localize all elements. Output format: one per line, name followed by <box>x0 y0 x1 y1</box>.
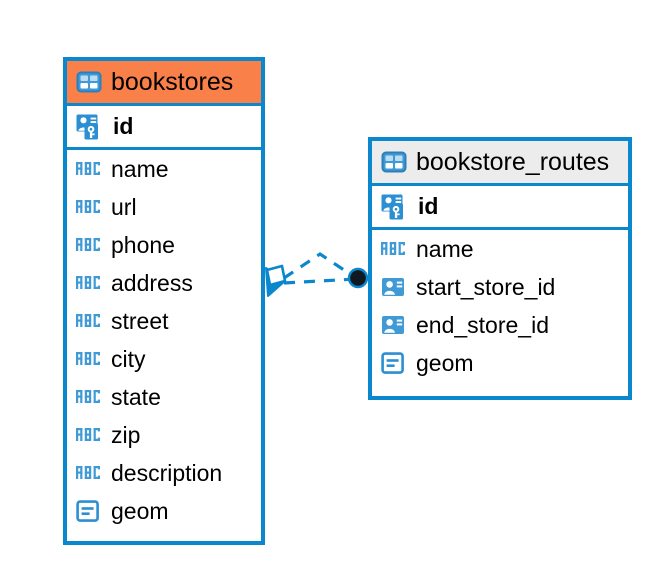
field-label: zip <box>111 421 141 448</box>
target-circle-marker <box>347 267 369 289</box>
abc-text-icon <box>76 238 100 251</box>
foreign-key-icon <box>382 278 404 296</box>
field-label: description <box>111 459 223 486</box>
field-row-street[interactable]: street <box>67 302 261 340</box>
field-label: name <box>111 155 169 182</box>
table-icon <box>381 151 407 173</box>
geometry-icon <box>76 500 99 522</box>
source-diamond-marker <box>265 264 287 287</box>
abc-text-icon <box>76 466 100 479</box>
field-label: name <box>416 235 474 262</box>
field-label-id: id <box>113 113 134 139</box>
foreign-key-icon <box>382 316 404 334</box>
abc-text-icon <box>76 390 100 403</box>
abc-text-icon <box>76 162 100 175</box>
field-label: end_store_id <box>416 311 549 338</box>
field-row-id[interactable]: id <box>67 106 261 150</box>
table-header-bookstores[interactable]: bookstores <box>67 61 261 106</box>
table-title: bookstores <box>111 67 234 96</box>
field-row-geom[interactable]: geom <box>372 344 628 382</box>
field-row-address[interactable]: address <box>67 264 261 302</box>
field-label-id: id <box>418 193 439 219</box>
field-row-state[interactable]: state <box>67 378 261 416</box>
field-label: start_store_id <box>416 273 556 300</box>
field-row-name[interactable]: name <box>372 230 628 268</box>
field-label: address <box>111 269 193 296</box>
field-row-city[interactable]: city <box>67 340 261 378</box>
field-row-zip[interactable]: zip <box>67 416 261 454</box>
field-label: geom <box>416 349 474 376</box>
field-row-geom[interactable]: geom <box>67 492 261 530</box>
field-row-phone[interactable]: phone <box>67 226 261 264</box>
crows-foot-marker <box>265 267 286 297</box>
table-icon <box>76 71 102 93</box>
table-bookstores[interactable]: bookstores id <box>63 57 265 545</box>
abc-text-icon <box>76 314 100 327</box>
relationship-line-upper <box>283 252 357 280</box>
abc-text-icon <box>76 276 100 289</box>
field-label: phone <box>111 231 175 258</box>
relationship-line-lower <box>283 277 357 285</box>
field-row-end-store-id[interactable]: end_store_id <box>372 306 628 344</box>
table-bookstore-routes[interactable]: bookstore_routes id <box>368 137 632 400</box>
abc-text-icon <box>381 242 405 255</box>
geometry-icon <box>381 352 404 374</box>
field-label: street <box>111 307 169 334</box>
primary-key-icon <box>76 114 98 139</box>
field-label: geom <box>111 497 169 524</box>
field-label: state <box>111 383 161 410</box>
field-row-url[interactable]: url <box>67 188 261 226</box>
field-row-description[interactable]: description <box>67 454 261 492</box>
table-header-bookstore-routes[interactable]: bookstore_routes <box>372 141 628 186</box>
field-row-id[interactable]: id <box>372 186 628 230</box>
table-title: bookstore_routes <box>416 147 610 176</box>
field-row-name[interactable]: name <box>67 150 261 188</box>
field-label: url <box>111 193 137 220</box>
field-row-start-store-id[interactable]: start_store_id <box>372 268 628 306</box>
abc-text-icon <box>76 352 100 365</box>
abc-text-icon <box>76 428 100 441</box>
field-label: city <box>111 345 146 372</box>
abc-text-icon <box>76 200 100 213</box>
primary-key-icon <box>381 194 403 219</box>
